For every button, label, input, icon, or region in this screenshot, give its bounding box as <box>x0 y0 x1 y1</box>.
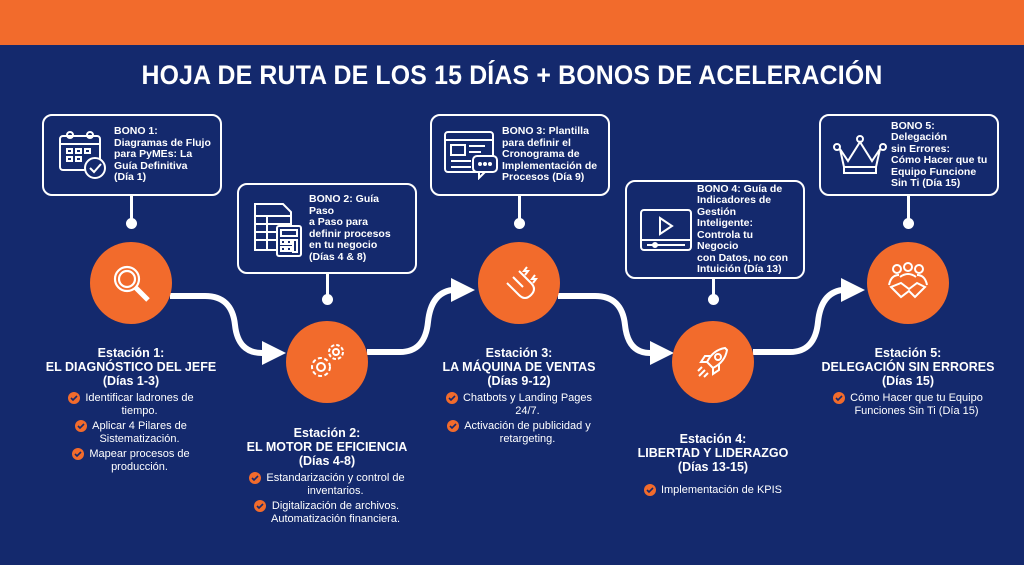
arrow-2-3 <box>367 278 475 355</box>
bonus-4-connector <box>712 279 715 298</box>
station-5-circle <box>867 242 949 324</box>
bonus-1-dot <box>126 218 137 229</box>
station-days: (Días 9-12) <box>487 374 551 388</box>
bonus-2-dot <box>322 294 333 305</box>
station-5: Estación 5: DELEGACIÓN SIN ERRORES (Días… <box>793 346 1023 420</box>
check-icon <box>643 484 656 496</box>
crown-icon <box>829 133 891 177</box>
station-2-circle <box>286 321 368 403</box>
station-1: Estación 1: EL DIAGNÓSTICO DEL JEFE (Día… <box>16 346 246 476</box>
station-name: DELEGACIÓN SIN ERRORES <box>821 360 995 374</box>
station-1-circle <box>90 242 172 324</box>
bonus-5-dot <box>903 218 914 229</box>
station-days: (Días 15) <box>881 374 935 388</box>
bonus-4-box: BONO 4: Guía de Indicadores de Gestión I… <box>625 180 805 279</box>
top-accent-bar <box>0 0 1024 45</box>
list-item: Identificar ladrones de tiempo. <box>16 392 246 417</box>
station-2: Estación 2: EL MOTOR DE EFICIENCIA (Días… <box>212 426 442 528</box>
bonus-5-connector <box>907 196 910 222</box>
bonus-5-text: BONO 5: Delegación sin Errores: Cómo Hac… <box>891 119 988 189</box>
arrow-4-5 <box>753 278 865 355</box>
rocket-icon <box>697 346 729 378</box>
bonus-4-dot <box>708 294 719 305</box>
bonus-1-text: BONO 1: Diagramas de Flujo para PyMEs: L… <box>114 125 211 184</box>
list-item: Mapear procesos de producción. <box>16 448 246 473</box>
check-icon <box>253 500 266 512</box>
station-name: LIBERTAD Y LIDERAZGO <box>637 446 789 460</box>
check-icon <box>72 448 85 460</box>
bonus-5-box: BONO 5: Delegación sin Errores: Cómo Hac… <box>819 114 999 196</box>
web-page-chat-icon <box>440 130 502 180</box>
magnifier-icon <box>113 265 150 302</box>
page-title: HOJA DE RUTA DE LOS 15 DÍAS + BONOS DE A… <box>141 60 883 90</box>
check-icon <box>445 392 458 404</box>
station-days: (Días 4-8) <box>298 454 356 468</box>
station-3-circle <box>478 242 560 324</box>
arrow-1-2 <box>170 293 286 365</box>
bonus-2-box: BONO 2: Guía Paso a Paso para definir pr… <box>237 183 417 274</box>
bonus-1-connector <box>130 196 133 222</box>
list-item: Chatbots y Landing Pages 24/7. <box>404 392 634 417</box>
magnet-icon <box>506 266 538 299</box>
check-icon <box>447 420 460 432</box>
station-4-circle <box>672 321 754 403</box>
station-days: (Días 1-3) <box>102 374 160 388</box>
station-name: LA MÁQUINA DE VENTAS <box>442 360 596 374</box>
list-item: Cómo Hacer que tu Equipo Funciones Sin T… <box>793 392 1023 417</box>
calendar-check-icon <box>52 130 114 180</box>
bonus-3-connector <box>518 196 521 222</box>
bonus-3-dot <box>514 218 525 229</box>
bonus-1-box: BONO 1: Diagramas de Flujo para PyMEs: L… <box>42 114 222 196</box>
list-item: Implementación de KPIS <box>598 484 828 497</box>
station-3: Estación 3: LA MÁQUINA DE VENTAS (Días 9… <box>404 346 634 448</box>
station-4: Estación 4: LIBERTAD Y LIDERAZGO (Días 1… <box>598 432 828 500</box>
bonus-3-box: BONO 3: Plantilla para definir el Cronog… <box>430 114 610 196</box>
station-label: Estación 2: <box>293 426 361 440</box>
list-item: Activación de publicidad y retargeting. <box>404 420 634 445</box>
bonus-4-text: BONO 4: Guía de Indicadores de Gestión I… <box>697 182 789 275</box>
station-label: Estación 4: <box>679 432 747 446</box>
bonus-2-text: BONO 2: Guía Paso a Paso para definir pr… <box>309 193 391 263</box>
station-name: EL DIAGNÓSTICO DEL JEFE <box>45 360 217 374</box>
station-name: EL MOTOR DE EFICIENCIA <box>246 440 408 454</box>
station-days: (Días 13-15) <box>677 460 749 474</box>
check-icon <box>833 392 846 404</box>
station-label: Estación 3: <box>485 346 553 360</box>
video-player-icon <box>635 208 697 252</box>
station-label: Estación 1: <box>97 346 165 360</box>
list-item: Aplicar 4 Pilares de Sistematización. <box>16 420 246 445</box>
spreadsheet-calculator-icon <box>247 200 309 258</box>
team-handshake-icon <box>888 262 928 299</box>
bonus-3-text: BONO 3: Plantilla para definir el Cronog… <box>502 125 598 184</box>
station-label: Estación 5: <box>874 346 942 360</box>
list-item: Digitalización de archivos. Automatizaci… <box>212 500 442 525</box>
gears-icon <box>311 344 344 377</box>
check-icon <box>68 392 81 404</box>
bonus-2-connector <box>326 274 329 298</box>
check-icon <box>75 420 88 432</box>
check-icon <box>249 472 262 484</box>
list-item: Estandarización y control de inventarios… <box>212 472 442 497</box>
arrow-3-4 <box>558 293 674 365</box>
